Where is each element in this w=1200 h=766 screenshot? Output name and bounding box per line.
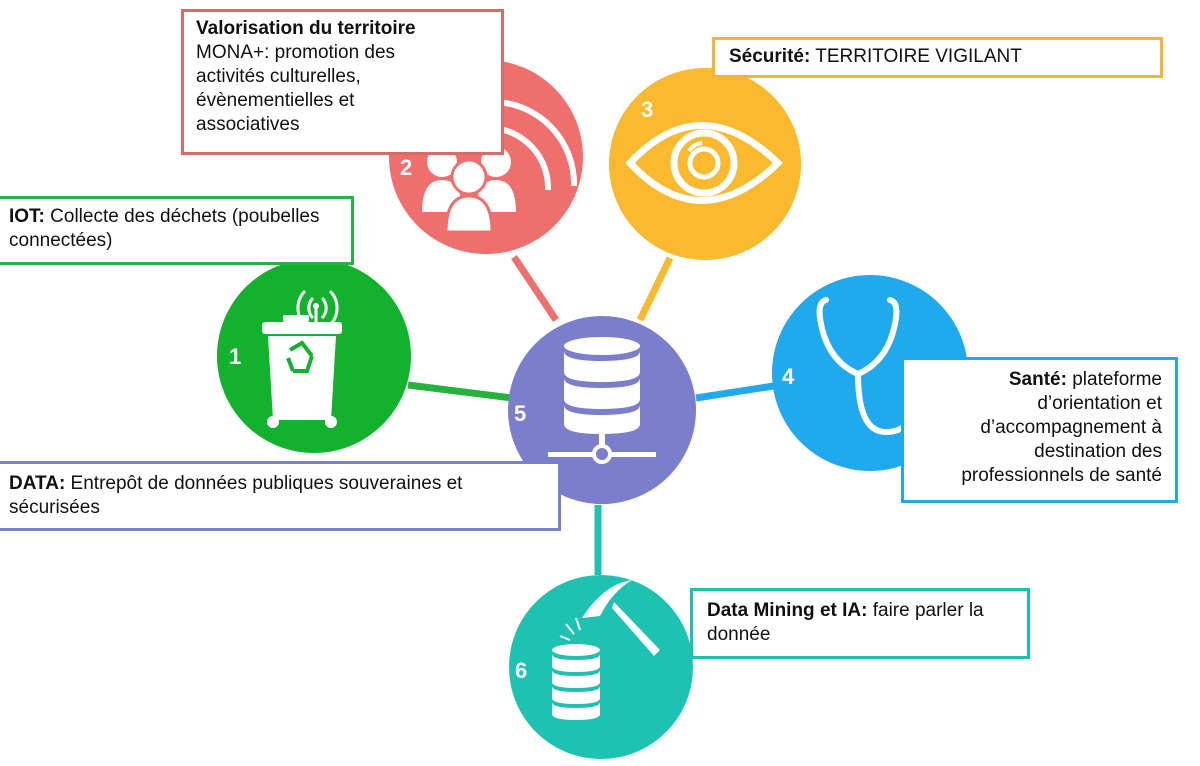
node-number: 2 — [400, 155, 412, 180]
database-server-icon — [548, 337, 656, 464]
label-title: IOT: — [9, 206, 45, 227]
label-iot: IOT: Collecte des déchets (poubelles con… — [0, 196, 354, 265]
label-securite: Sécurité: TERRITOIRE VIGILANT — [712, 37, 1163, 78]
label-title: DATA: — [9, 473, 66, 494]
label-valorisation: Valorisation du territoire MONA+: promot… — [181, 9, 504, 155]
connected-trash-bin-icon — [262, 289, 342, 428]
eye-icon — [625, 122, 784, 204]
node-securite: 3 — [609, 68, 801, 260]
connector-line-valorisation — [511, 255, 559, 322]
node-number: 6 — [515, 658, 527, 683]
label-text: plateforme d’orientation et d’accompagne… — [961, 369, 1162, 486]
connector-line-sante — [695, 381, 781, 402]
node-iot: 1 — [217, 259, 411, 453]
node-mining: 6 — [509, 575, 693, 759]
label-text: Collecte des déchets (poubelles connecté… — [9, 206, 320, 251]
label-data: DATA: Entrepôt de données publiques souv… — [0, 461, 561, 531]
connector-line-iot — [407, 381, 513, 402]
node-number: 5 — [514, 401, 526, 426]
node-number: 1 — [229, 344, 241, 369]
pickaxe-coins-icon — [552, 580, 660, 720]
label-text: Entrepôt de données publiques souveraine… — [9, 473, 463, 518]
label-text: faire parler la donnée — [707, 600, 984, 645]
label-title: Santé: — [1008, 369, 1067, 390]
label-text: MONA+: promotion des activités culturell… — [196, 42, 396, 135]
label-sante: Santé: plateforme d’orientation et d’acc… — [901, 357, 1178, 503]
node-number: 4 — [782, 364, 795, 389]
node-circle-securite — [609, 68, 801, 260]
label-title: Sécurité: — [729, 46, 811, 67]
node-number: 3 — [641, 97, 653, 122]
label-title: Data Mining et IA: — [707, 600, 868, 621]
node-data: 5 — [508, 316, 696, 504]
label-mining: Data Mining et IA: faire parler la donné… — [690, 588, 1030, 659]
label-title: Valorisation du territoire — [196, 18, 416, 39]
connector-line-securite — [636, 256, 674, 322]
label-text: TERRITOIRE VIGILANT — [810, 46, 1022, 67]
